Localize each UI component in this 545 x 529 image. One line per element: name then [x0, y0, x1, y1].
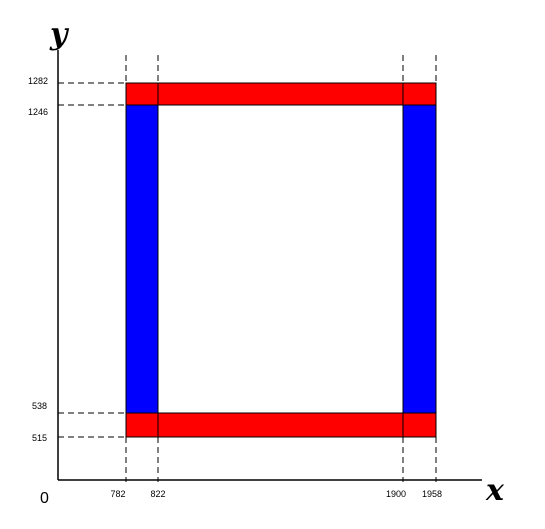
bottom-horizontal-bar	[125, 412, 437, 438]
x-tick-label: 782	[110, 489, 125, 499]
vertical-guides	[125, 55, 437, 482]
origin-label: 0	[40, 490, 49, 507]
y-tick-label: 1246	[28, 107, 48, 117]
y-tick-label: 1282	[28, 76, 48, 86]
y-tick-label: 515	[32, 433, 47, 443]
left-vertical-bar	[125, 82, 159, 438]
right-vertical-bar	[402, 82, 437, 438]
top-horizontal-bar	[125, 82, 437, 106]
horizontal-guides	[58, 82, 126, 438]
y-axis-title: y	[49, 17, 70, 52]
x-tick-label: 1958	[422, 489, 442, 499]
x-axis-title: x	[485, 473, 505, 508]
inner-area	[157, 104, 404, 414]
x-tick-label: 1900	[386, 489, 406, 499]
x-tick-label: 822	[150, 489, 165, 499]
y-tick-label: 538	[32, 401, 47, 411]
